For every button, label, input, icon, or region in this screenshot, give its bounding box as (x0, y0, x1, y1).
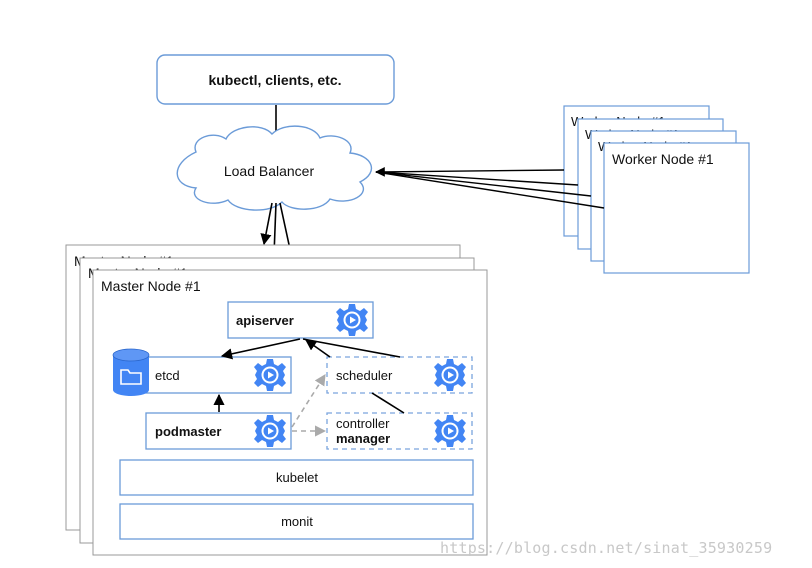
load-balancer-cloud: Load Balancer (176, 125, 373, 211)
gear-icon (254, 359, 286, 391)
clients-box: kubectl, clients, etc. (156, 54, 395, 105)
worker-node-label: Worker Node #1 (612, 151, 714, 167)
controller-manager-label-line2: manager (336, 431, 390, 446)
monit-box: monit (119, 503, 474, 540)
internal-arrows (213, 338, 405, 414)
gear-icon (336, 304, 368, 336)
kubelet-label: kubelet (276, 470, 318, 485)
podmaster-label: podmaster (155, 424, 221, 439)
podmaster-box: podmaster (145, 412, 292, 450)
scheduler-label: scheduler (336, 368, 393, 383)
scheduler-box: scheduler (326, 356, 473, 394)
monit-label: monit (281, 514, 313, 529)
etcd-label: etcd (155, 368, 180, 383)
master-node-label: Master Node #1 (101, 278, 201, 294)
controller-manager-label-line1: controller (336, 416, 390, 431)
dashed-arrows (291, 374, 327, 437)
watermark: https://blog.csdn.net/sinat_35930259 (440, 539, 773, 557)
load-balancer-label: Load Balancer (224, 163, 315, 179)
clients-label: kubectl, clients, etc. (208, 72, 341, 88)
kubelet-box: kubelet (119, 459, 474, 496)
controller-manager-box: controller manager (326, 412, 473, 450)
arrows-workers-to-lb (375, 167, 605, 209)
gear-icon (434, 359, 466, 391)
database-folder-icon (112, 348, 150, 396)
gear-icon (254, 415, 286, 447)
etcd-box: etcd (112, 348, 292, 396)
apiserver-box: apiserver (227, 301, 374, 339)
apiserver-label: apiserver (236, 313, 294, 328)
gear-icon (434, 415, 466, 447)
worker-node-stack: Worker Node #1 Worker Node #1 Worker Nod… (563, 105, 750, 274)
